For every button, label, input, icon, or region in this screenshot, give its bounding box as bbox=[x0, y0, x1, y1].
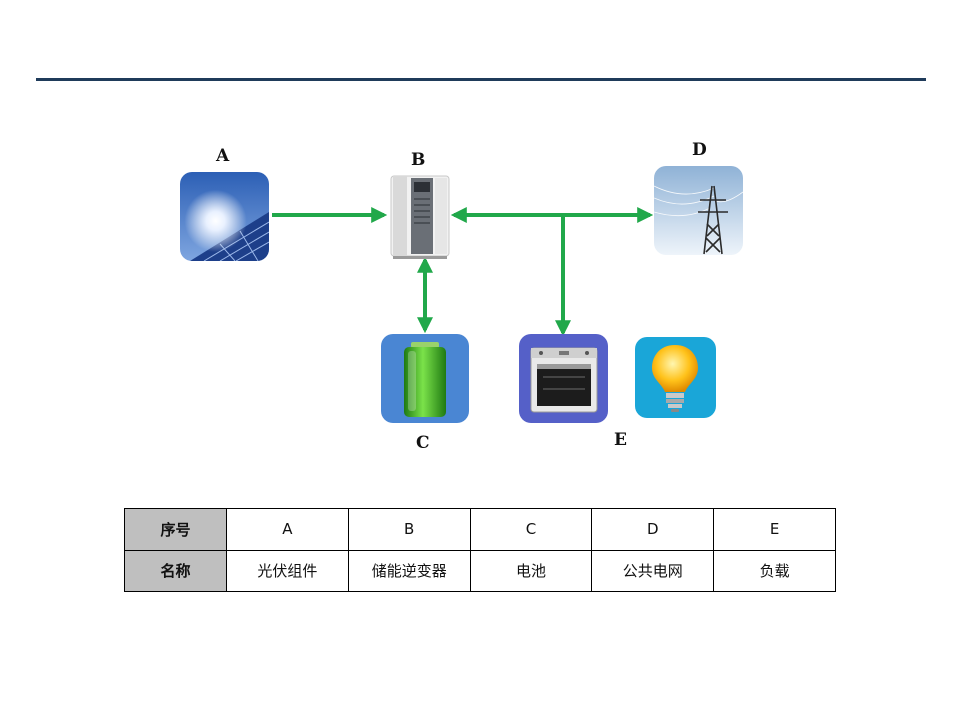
table-cell: B bbox=[347, 508, 471, 551]
row-header-name: 名称 bbox=[124, 549, 227, 592]
node-e-label: E bbox=[614, 430, 627, 450]
table-cell: A bbox=[226, 508, 349, 551]
connector-arrows bbox=[272, 207, 654, 337]
table-cell: E bbox=[713, 508, 836, 551]
row-header-serial: 序号 bbox=[124, 508, 227, 551]
inverter-icon bbox=[389, 172, 451, 260]
table-cell: D bbox=[591, 508, 715, 551]
table-cell: 光伏组件 bbox=[226, 549, 349, 592]
battery-icon bbox=[381, 334, 469, 423]
node-c-label: C bbox=[416, 433, 430, 453]
table-cell: 负载 bbox=[713, 549, 836, 592]
table-cell: C bbox=[469, 508, 593, 551]
header-divider bbox=[36, 78, 926, 81]
power-grid-tower-icon bbox=[654, 166, 743, 255]
oven-icon bbox=[519, 334, 608, 423]
light-bulb-icon bbox=[635, 337, 716, 418]
table-cell: 公共电网 bbox=[591, 549, 715, 592]
solar-panel-icon bbox=[180, 172, 269, 261]
legend-table: 序号 A B C D E 名称 光伏组件 储能逆变器 电池 公共电网 负载 bbox=[124, 508, 836, 592]
energy-system-diagram: A bbox=[180, 140, 743, 453]
node-b-label: B bbox=[411, 150, 426, 170]
table-row: 名称 光伏组件 储能逆变器 电池 公共电网 负载 bbox=[124, 549, 836, 592]
table-cell: 电池 bbox=[469, 549, 593, 592]
node-a-label: A bbox=[216, 146, 230, 166]
table-row: 序号 A B C D E bbox=[124, 508, 836, 551]
table-cell: 储能逆变器 bbox=[347, 549, 471, 592]
node-d-label: D bbox=[692, 140, 707, 160]
